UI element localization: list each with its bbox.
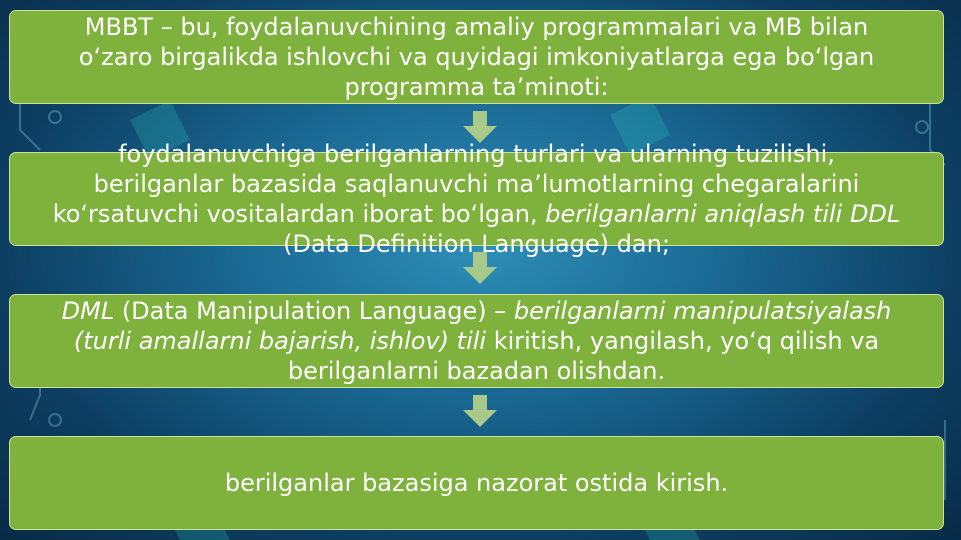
down-arrow-icon xyxy=(463,395,497,427)
box-3-italic-c: (turli amallarni bajarish, ishlov) tili xyxy=(73,327,487,355)
box-3-plain-a: (Data Manipulation Language) – xyxy=(114,297,514,325)
box-1-line-2: o‘zaro birgalikda ishlovchi va quyidagi … xyxy=(78,43,875,71)
box-1-line-3: programma ta’minoti: xyxy=(344,73,609,101)
box-3-plain-b: kiritish, yangilash, yo‘q qilish va xyxy=(486,327,880,355)
box-3-italic-b: berilganlarni manipulatsiyalash xyxy=(513,297,892,325)
box-ddl: foydalanuvchiga berilganlarning turlari … xyxy=(9,140,944,258)
box-dml: DML (Data Manipulation Language) – beril… xyxy=(9,294,944,388)
down-arrow-icon xyxy=(463,252,497,284)
box-2-line-3-italic: berilganlarni aniqlash tili DDL xyxy=(545,200,901,228)
box-1-line-1: MBBT – bu, foydalanuvchining amaliy prog… xyxy=(84,13,869,41)
box-definition: MBBT – bu, foydalanuvchining amaliy prog… xyxy=(9,10,944,104)
box-2-line-1: foydalanuvchiga berilganlarning turlari … xyxy=(118,140,835,168)
box-3-line-3: berilganlarni bazadan olishdan. xyxy=(287,357,666,385)
box-2-line-3-plain: ko‘rsatuvchi vositalardan iborat bo‘lgan… xyxy=(52,200,546,228)
down-arrow-icon xyxy=(463,111,497,143)
box-access-control: berilganlar bazasiga nazorat ostida kiri… xyxy=(9,436,944,530)
box-2-line-2: berilganlar bazasida saqlanuvchi ma’lumo… xyxy=(93,170,860,198)
box-4-line-1: berilganlar bazasiga nazorat ostida kiri… xyxy=(224,469,729,497)
box-3-italic-a: DML xyxy=(61,297,115,325)
